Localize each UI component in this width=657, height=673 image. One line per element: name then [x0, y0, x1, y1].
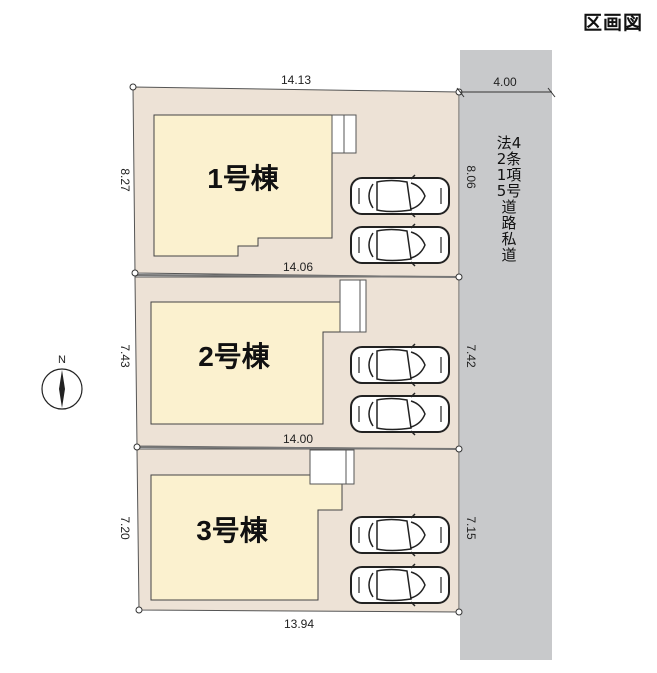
boundary-marker	[455, 608, 463, 616]
lot-2-name: 2号棟	[198, 341, 271, 372]
road-width-label: 4.00	[493, 75, 517, 89]
lot-2-right-length: 7.42	[464, 344, 478, 368]
boundary-marker	[133, 443, 141, 451]
parking-car	[350, 513, 450, 557]
page-title: 区画図	[582, 12, 643, 34]
building-1	[153, 114, 333, 257]
lot-3-bottom-length: 13.94	[284, 617, 314, 631]
compass-needle	[59, 370, 65, 408]
boundary-marker	[455, 273, 463, 281]
compass: N	[41, 354, 83, 410]
lot-boundary-line	[136, 446, 460, 450]
building-2-entry	[359, 279, 367, 333]
lot-3-name: 3号棟	[196, 515, 269, 546]
boundary-marker	[135, 606, 143, 614]
lot-1-name: 1号棟	[207, 163, 280, 194]
parking-car	[350, 174, 450, 218]
lot-1-right-length: 8.06	[464, 165, 478, 189]
lot-2-top-length: 14.06	[283, 260, 313, 274]
boundary-marker	[129, 83, 137, 91]
boundary-marker	[131, 269, 139, 277]
lot-2-left-length: 7.43	[118, 344, 132, 368]
compass-north-label: N	[58, 354, 66, 366]
road-label: 法42条1項5号道路 私道	[496, 134, 522, 264]
road-width-tick	[547, 87, 556, 98]
parking-car	[350, 223, 450, 267]
building-1-entry	[331, 114, 345, 154]
building-1-entry	[343, 114, 357, 154]
parking-car	[350, 343, 450, 387]
lot-1-top-length: 14.13	[281, 73, 311, 87]
building-3-entry	[345, 449, 355, 485]
boundary-marker	[455, 445, 463, 453]
building-2-entry	[339, 279, 361, 333]
road	[460, 50, 552, 660]
lot-1-left-length: 8.27	[118, 168, 132, 192]
parking-car	[350, 392, 450, 436]
lot-boundary-line	[134, 274, 460, 278]
road-width-tick	[456, 87, 465, 98]
building-3-entry	[309, 449, 347, 485]
lot-3-top-length: 14.00	[283, 432, 313, 446]
lot-3-right-length: 7.15	[464, 516, 478, 540]
parking-car	[350, 563, 450, 607]
lot-3-left-length: 7.20	[118, 516, 132, 540]
